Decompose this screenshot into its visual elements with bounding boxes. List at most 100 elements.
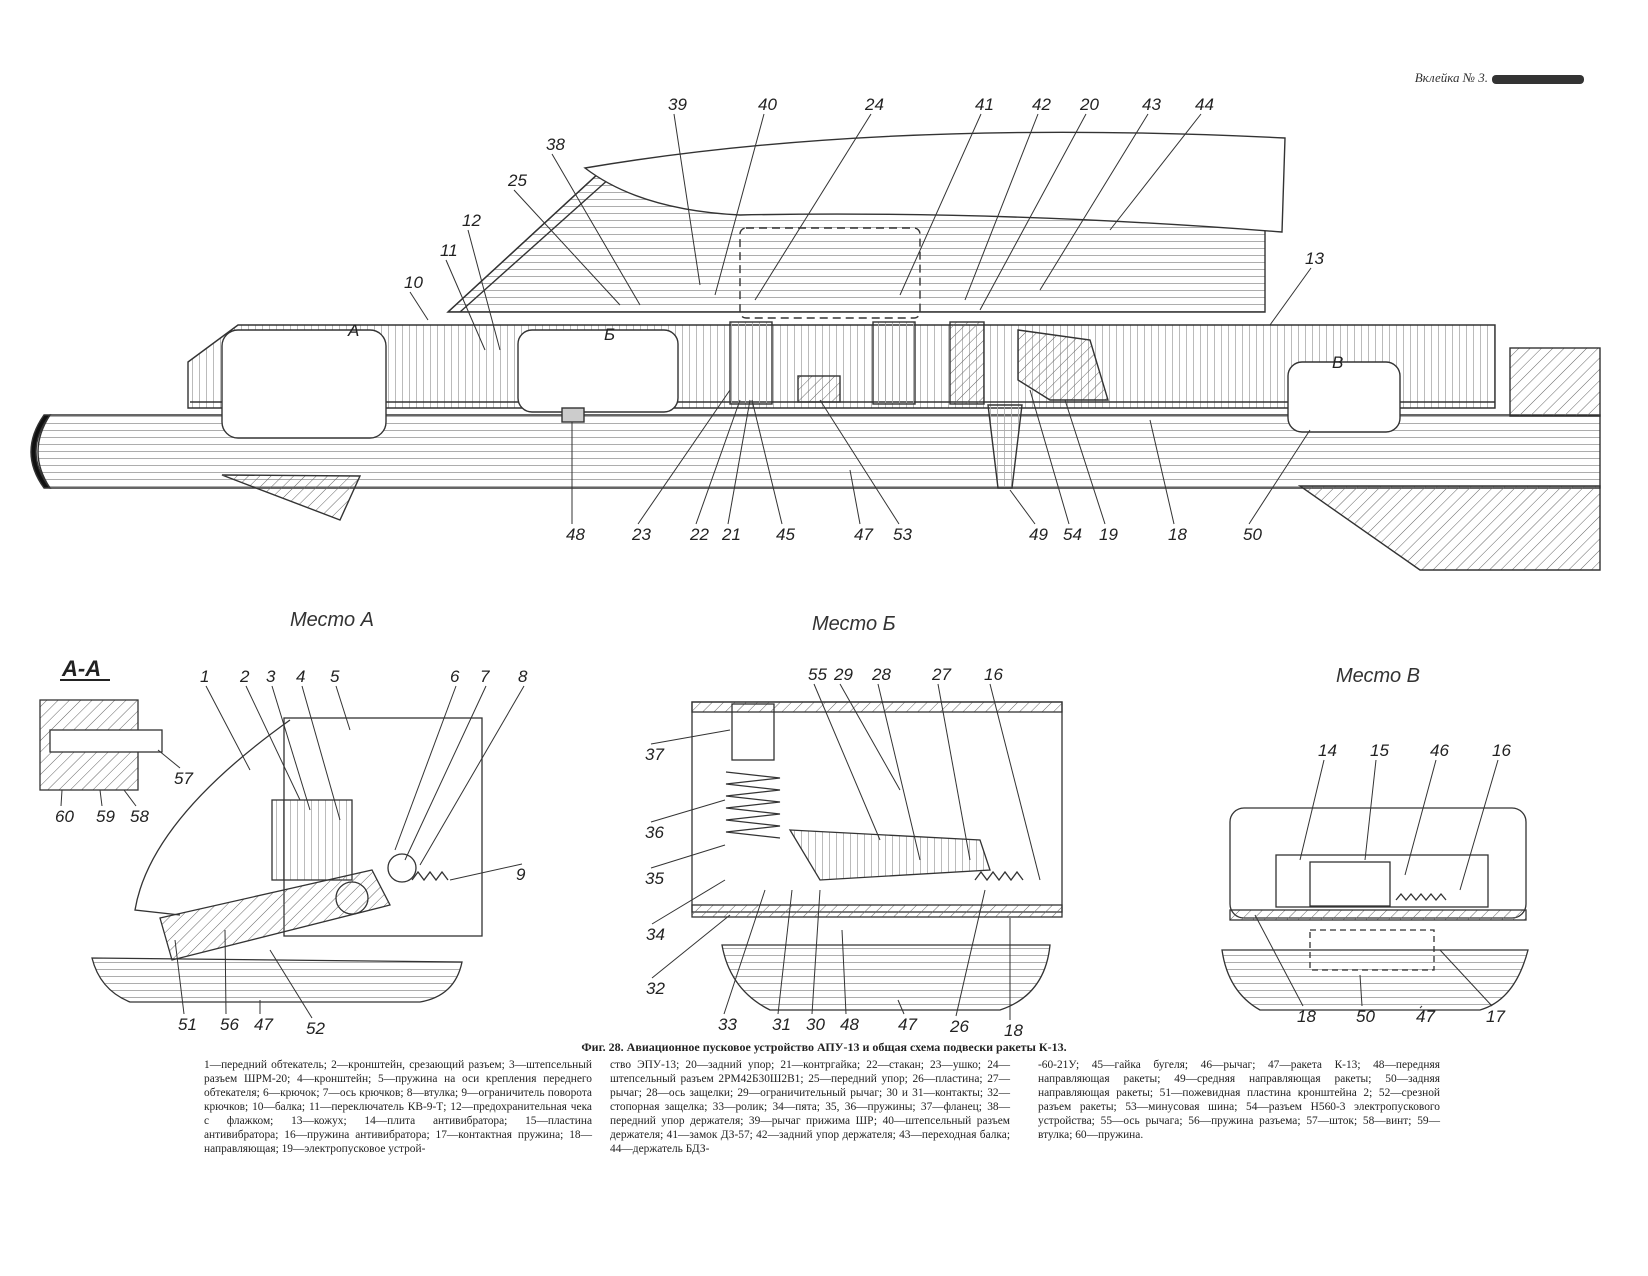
section-aa-bore	[49, 729, 163, 753]
leader-line-47	[849, 469, 861, 525]
callout-24: 24	[864, 95, 884, 114]
callout-20: 20	[1079, 95, 1099, 114]
leader-line-4	[301, 685, 341, 821]
legend-column-2: ство ЭПУ-13; 20—задний упор; 21—контргай…	[610, 1059, 1010, 1155]
guide-18-v	[1229, 909, 1527, 921]
leader-line-11	[445, 259, 486, 351]
callout-50: 50	[1243, 525, 1262, 544]
leader-line-50	[1248, 429, 1311, 525]
missile-nose	[30, 414, 52, 489]
leader-line-48	[841, 929, 847, 1015]
callout-4: 4	[296, 667, 305, 686]
callout-45: 45	[776, 525, 795, 544]
ink-blot	[1492, 74, 1584, 84]
leader-line-35	[650, 844, 726, 869]
callout-59: 59	[96, 807, 115, 826]
callout-54: 54	[1063, 525, 1082, 544]
missile-segment-b	[721, 944, 1051, 1011]
leader-line-37	[650, 729, 731, 745]
callout-35: 35	[645, 869, 664, 888]
leader-line-18	[1149, 419, 1175, 525]
leader-line-57	[157, 749, 181, 769]
stop-22	[729, 321, 773, 405]
housing-a	[283, 717, 483, 937]
callout-37: 37	[645, 745, 664, 764]
leader-line-12	[467, 229, 501, 351]
leader-line-38	[551, 153, 641, 306]
callout-53: 53	[893, 525, 912, 544]
callout-38: 38	[546, 135, 565, 154]
section-mark-a: А	[347, 321, 359, 340]
leader-line-21	[727, 399, 751, 525]
callout-3: 3	[266, 667, 276, 686]
connector-shrm	[271, 799, 353, 881]
window-b	[517, 329, 679, 413]
callout-5: 5	[330, 667, 340, 686]
stop-42	[949, 321, 985, 405]
latch-lever	[788, 829, 991, 881]
leader-line-5	[335, 685, 351, 731]
plate-14	[1275, 854, 1489, 908]
callout-43: 43	[1142, 95, 1161, 114]
callout-47: 47	[854, 525, 873, 544]
leader-line-56	[224, 929, 227, 1015]
leader-line-1	[205, 685, 251, 771]
section-aa-title: А-А	[61, 656, 101, 681]
callout-29: 29	[833, 665, 853, 684]
middle-guide	[987, 404, 1023, 489]
leader-line-2	[245, 685, 301, 801]
callout-2: 2	[239, 667, 250, 686]
leader-line-45	[751, 399, 783, 525]
callout-14: 14	[1318, 741, 1337, 760]
callout-16: 16	[984, 665, 1003, 684]
callout-23: 23	[631, 525, 651, 544]
callout-17: 17	[1486, 1007, 1505, 1026]
place-v-view	[1221, 807, 1529, 1011]
plate-15	[1309, 861, 1391, 907]
leader-line-29	[839, 683, 901, 791]
legend-column-3: -60-21У; 45—гайка бугеля; 46—рычаг; 47—р…	[1038, 1059, 1440, 1141]
callout-41: 41	[975, 95, 994, 114]
leader-line-16	[1459, 759, 1499, 891]
leader-line-19	[1064, 399, 1106, 525]
callout-11: 11	[440, 241, 458, 260]
holder-plate-b	[691, 701, 1063, 913]
callout-30: 30	[806, 1015, 825, 1034]
callout-48: 48	[566, 525, 585, 544]
place-a-view	[39, 699, 483, 1003]
callout-47: 47	[254, 1015, 273, 1034]
leader-line-8	[419, 685, 525, 866]
leader-line-10	[409, 291, 429, 321]
leader-line-49	[1009, 489, 1036, 525]
missile-fin	[221, 474, 362, 521]
leader-line-33	[723, 889, 766, 1015]
leader-line-47	[897, 999, 905, 1015]
callout-21: 21	[721, 525, 741, 544]
lock-41	[872, 321, 916, 405]
leader-line-25	[513, 189, 621, 306]
leader-line-15	[1364, 759, 1377, 861]
leader-line-43	[1039, 113, 1149, 291]
leader-line-50	[1359, 974, 1363, 1007]
callout-58: 58	[130, 807, 149, 826]
leader-line-28	[877, 683, 921, 861]
callout-40: 40	[758, 95, 777, 114]
callout-13: 13	[1305, 249, 1324, 268]
leader-line-30	[811, 889, 821, 1015]
pylon-fairing	[583, 131, 1286, 233]
leader-line-51	[174, 939, 185, 1015]
leader-line-42	[964, 113, 1039, 301]
beam	[187, 324, 1496, 409]
main-assembly-view	[30, 131, 1601, 571]
bracket-2	[159, 869, 391, 961]
callout-8: 8	[518, 667, 528, 686]
leader-line-9	[449, 863, 523, 881]
leader-line-36	[650, 799, 726, 823]
leader-line-27	[937, 683, 971, 861]
leader-line-20	[979, 113, 1087, 311]
callout-18: 18	[1297, 1007, 1316, 1026]
callout-6: 6	[450, 667, 460, 686]
leader-line-13	[1269, 267, 1312, 326]
